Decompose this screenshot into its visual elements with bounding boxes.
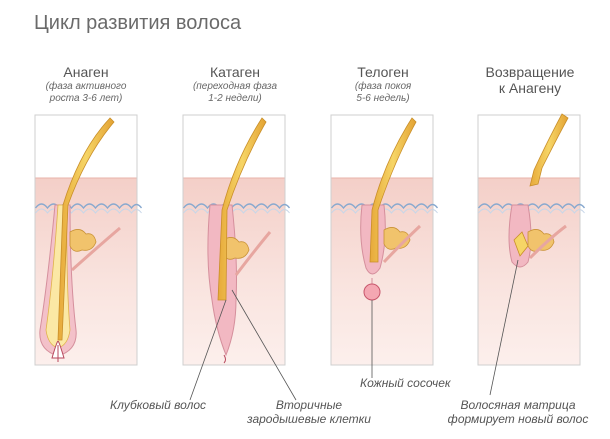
label-club-hair: Клубковый волос: [110, 398, 207, 412]
phase-title-catagen: Катаген: [210, 64, 260, 80]
leader-matrix: [489, 259, 519, 396]
phase-desc-catagen-1: (переходная фаза: [192, 81, 278, 92]
phase-title-telogen: Телоген: [357, 64, 409, 80]
phase-desc-catagen-2: 1-2 недели): [208, 93, 262, 104]
panel-telogen: [330, 114, 439, 366]
phase-desc-anagen-1: (фаза активного: [45, 81, 127, 92]
diagram-title: Цикл развития волоса: [34, 12, 242, 34]
phase-title-return-2: к Анагену: [498, 80, 562, 96]
phase-desc-telogen-1: (фаза покоя: [354, 81, 412, 92]
label-papilla: Кожный сосочек: [360, 376, 451, 390]
label-matrix-2: формирует новый волос: [447, 412, 589, 426]
label-matrix-1: Волосяная матрица: [460, 398, 576, 412]
phase-desc-telogen-2: 5-6 недель): [356, 93, 410, 104]
panel-return-anagen: [477, 113, 586, 366]
phase-title-return-1: Возвращение: [485, 64, 575, 80]
label-secondary-1: Вторичные: [275, 398, 343, 412]
leader-secondary-cells: [231, 289, 297, 401]
panel-anagen: [34, 114, 143, 366]
phase-title-anagen: Анаген: [63, 64, 109, 80]
label-secondary-2: зародышевые клетки: [247, 412, 371, 426]
panel-catagen: [182, 114, 291, 366]
leader-club-hair: [189, 299, 227, 401]
phase-desc-anagen-2: роста 3-6 лет): [49, 93, 123, 104]
